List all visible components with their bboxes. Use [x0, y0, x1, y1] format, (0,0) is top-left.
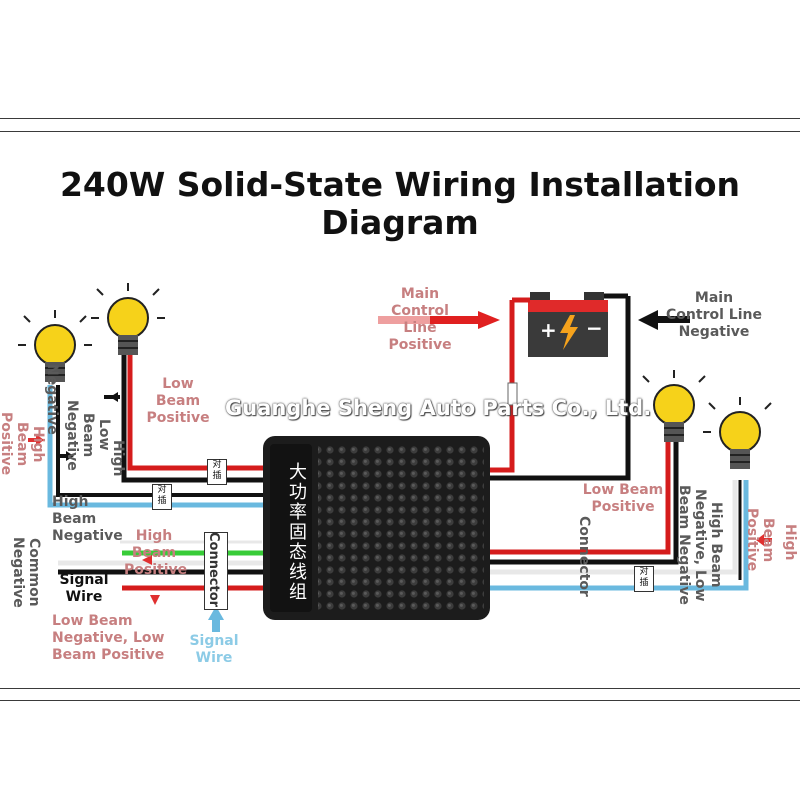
main-control-arrow-red [378, 311, 500, 329]
beam-positive-right-vertical-label: Beam Positive [744, 508, 776, 572]
plug-tag: 对 插 [207, 459, 227, 485]
bottom-divider-2 [0, 700, 800, 701]
battery-icon: + − [528, 292, 608, 357]
diagram-title-line1: 240W Solid-State Wiring Installation [59, 165, 741, 204]
high-beam-negative-label-left: High Beam Negative [52, 494, 123, 544]
arrow-icon [36, 434, 44, 446]
high-vertical-label: High [110, 439, 126, 477]
arrow-icon [142, 555, 152, 565]
main-control-negative-arrow [638, 310, 690, 330]
plug-tag: 对 插 [152, 484, 172, 510]
bulb-icon [18, 310, 92, 382]
main-control-line-negative-label: Main Control Line Negative [666, 290, 762, 340]
top-divider [0, 118, 800, 119]
low-beam-positive-wire-right [490, 440, 671, 555]
signal-wire-label-blue: Signal Wire [189, 633, 239, 666]
plug-tag-text: 对 插 [157, 485, 167, 506]
module-label: 大功率固态线组 [286, 462, 307, 602]
low-beam-negative-vertical-label: Low Beam Negative [64, 399, 112, 471]
bulb-icon [91, 283, 165, 355]
top-divider-2 [0, 131, 800, 132]
battery-negative-wire [490, 296, 631, 481]
high-beam-negative-right-vertical-label: High Beam Negative, Low Beam Negative [676, 485, 724, 605]
connector-left [204, 532, 228, 610]
plug-tag-text: 对 插 [639, 567, 649, 588]
bulb-icon [703, 397, 772, 469]
bulb-icon [642, 370, 706, 442]
arrow-icon [150, 595, 160, 605]
low-beam-positive-label-left: Low Beam Positive [146, 376, 210, 426]
plug-tag-text: 对 插 [212, 460, 222, 481]
high-beam-positive-wire-left [47, 385, 263, 508]
high-right-vertical-label: High [782, 523, 798, 561]
diagram-title-line2: Diagram [321, 203, 479, 242]
signal-wire-label-black: Signal Wire [59, 572, 109, 605]
high-beam-positive-wire-right [490, 480, 749, 591]
high-beam-positive-label-lower: High Beam Positive [124, 528, 188, 578]
common-negative-vertical-label: Common Negative [10, 536, 42, 608]
plug-tag: 对 插 [634, 566, 654, 592]
low-beam-negative-low-beam-positive-label: Low Beam Negative, Low Beam Positive [52, 613, 165, 663]
connector-left-label: Connector [206, 532, 221, 608]
svg-text:+: + [540, 318, 557, 342]
high-beam-negative-wire-left [56, 385, 263, 497]
high-beam-positive-vertical-label-left: High Beam Positive [0, 412, 46, 476]
battery-positive-wire [490, 300, 515, 473]
negative-vertical-label: Negative [44, 363, 60, 435]
solid-state-module [263, 436, 490, 620]
arrow-icon [756, 534, 764, 546]
main-control-line-positive-label: Main Control Line Positive [388, 286, 452, 353]
svg-text:−: − [586, 316, 603, 340]
connector-right-vertical-label: Connector [576, 516, 592, 597]
low-beam-negative-wire-right [490, 440, 679, 565]
company-watermark: Guanghe Sheng Auto Parts Co., Ltd. [225, 396, 652, 420]
low-beam-positive-label-right: Low Beam Positive [582, 482, 664, 515]
bottom-divider [0, 688, 800, 689]
arrow-icon [208, 606, 224, 620]
